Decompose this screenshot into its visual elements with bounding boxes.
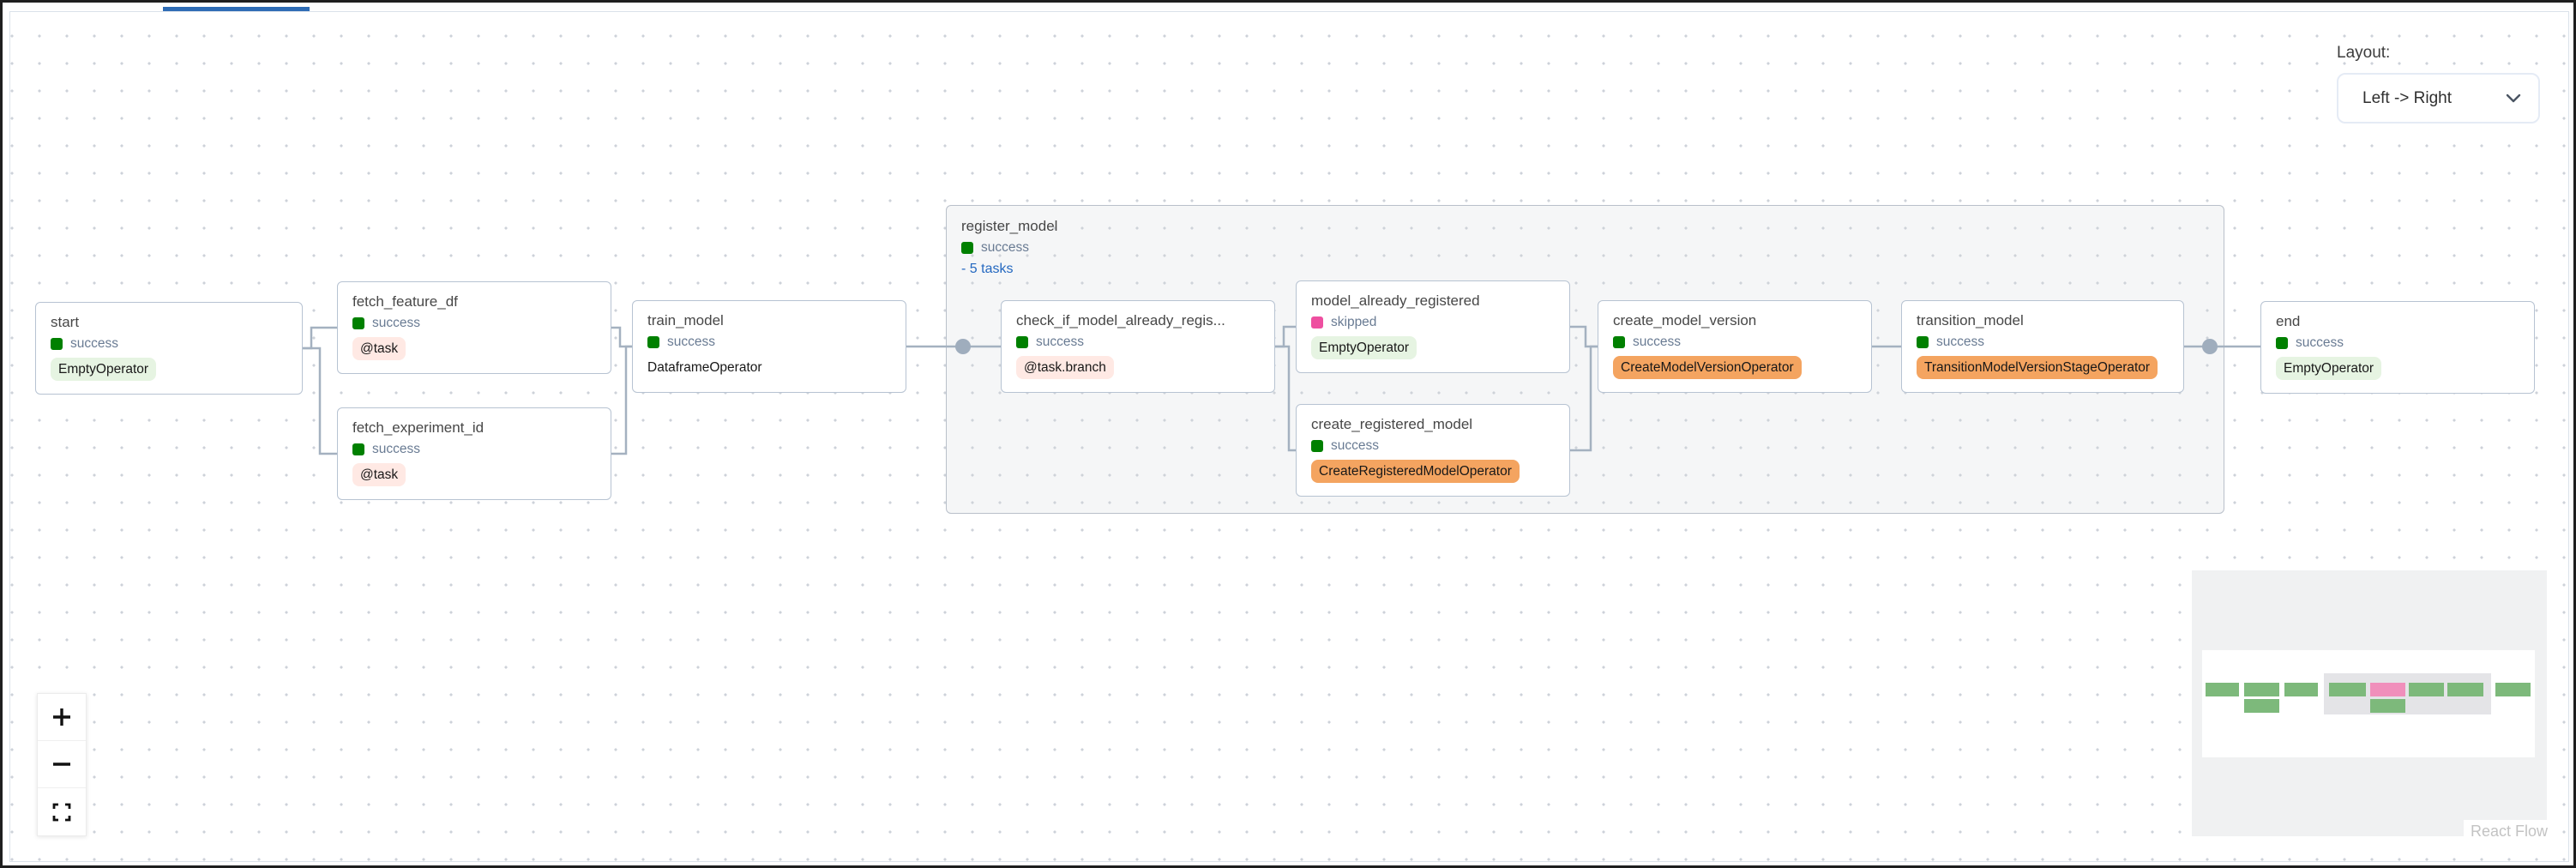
layout-direction-select[interactable]: Left -> Right (2337, 73, 2540, 124)
task-node-start[interactable]: start success EmptyOperator (35, 302, 303, 395)
layout-control: Layout: Left -> Right (2337, 44, 2540, 124)
edge-fetch-feature-df-train (611, 326, 632, 348)
task-node-end[interactable]: end success EmptyOperator (2260, 301, 2535, 394)
status-square-success-icon (352, 317, 364, 329)
edge-check-create-registered (1275, 345, 1296, 452)
task-status: success (2296, 335, 2344, 350)
edge-model-already-create-version (1570, 325, 1598, 348)
status-square-success-icon (2276, 337, 2288, 349)
minus-icon (53, 763, 70, 766)
operator-badge: CreateRegisteredModelOperator (1311, 460, 1520, 483)
task-status: success (372, 442, 420, 456)
react-flow-attribution[interactable]: React Flow (2464, 820, 2555, 843)
task-status: success (70, 336, 118, 351)
task-node-fetch-experiment-id[interactable]: fetch_experiment_id success @task (337, 407, 611, 500)
task-node-model-already-registered[interactable]: model_already_registered skipped EmptyOp… (1296, 280, 1570, 373)
edge-fetch-experiment-id-train (611, 345, 632, 455)
minimap[interactable] (2192, 570, 2547, 836)
zoom-in-button[interactable] (38, 694, 86, 741)
zoom-out-button[interactable] (38, 741, 86, 788)
group-status-text: success (981, 240, 1029, 255)
edge-start-fetch-feature-df (303, 326, 337, 350)
fit-view-button[interactable] (38, 788, 86, 835)
task-title: start (51, 314, 80, 330)
operator-badge: @task (352, 337, 406, 360)
task-status: success (1633, 335, 1681, 349)
operator-badge: DataframeOperator (647, 360, 762, 375)
status-square-skipped-icon (1311, 316, 1323, 329)
fit-view-icon (52, 803, 71, 821)
minimap-node-transition-model (2447, 683, 2483, 696)
minimap-node-fetch-experiment-id (2244, 699, 2279, 713)
group-status-row: success (961, 239, 2209, 256)
task-status: success (1036, 335, 1084, 349)
operator-badge: CreateModelVersionOperator (1613, 356, 1802, 379)
minimap-node-train-model (2284, 683, 2318, 696)
status-square-success-icon (352, 443, 364, 455)
minimap-node-fetch-feature-df (2244, 683, 2279, 696)
task-node-train-model[interactable]: train_model success DataframeOperator (632, 300, 906, 393)
collapse-group-tasks-link[interactable]: - 5 tasks (961, 262, 1014, 276)
minimap-node-check-if-model-already-registered (2329, 683, 2366, 696)
edge-create-registered-create-version (1570, 345, 1598, 452)
operator-badge: TransitionModelVersionStageOperator (1917, 356, 2158, 379)
layout-label: Layout: (2337, 44, 2391, 62)
operator-badge: EmptyOperator (51, 358, 157, 381)
operator-badge: EmptyOperator (2276, 357, 2382, 380)
task-title: check_if_model_already_regis... (1016, 312, 1225, 329)
task-status: success (1936, 335, 1984, 349)
group-input-handle (955, 339, 971, 354)
task-title: fetch_feature_df (352, 293, 458, 310)
task-title: model_already_registered (1311, 292, 1480, 309)
task-status: success (372, 316, 420, 330)
active-tab-indicator (163, 7, 310, 11)
status-square-success-icon (1311, 440, 1323, 452)
status-square-success-icon (647, 336, 659, 348)
operator-badge: @task.branch (1016, 356, 1114, 379)
task-node-check-if-model-already-registered[interactable]: check_if_model_already_regis... success … (1001, 300, 1275, 393)
status-square-success-icon (1613, 336, 1625, 348)
minimap-node-start (2206, 683, 2239, 696)
edge-check-model-already (1275, 325, 1296, 348)
task-node-transition-model[interactable]: transition_model success TransitionModel… (1901, 300, 2184, 393)
chevron-down-icon (2506, 93, 2521, 103)
task-title: create_registered_model (1311, 416, 1473, 432)
layout-direction-value: Left -> Right (2362, 88, 2453, 107)
task-status: skipped (1331, 315, 1377, 329)
group-title: register_model (961, 218, 1058, 234)
minimap-node-model-already-registered (2370, 683, 2405, 696)
task-node-create-registered-model[interactable]: create_registered_model success CreateRe… (1296, 404, 1570, 497)
edge-layer (303, 325, 2260, 455)
group-output-handle (2202, 339, 2218, 354)
task-status: success (667, 335, 715, 349)
operator-badge: EmptyOperator (1311, 336, 1417, 359)
edge-start-fetch-experiment-id (303, 347, 337, 455)
minimap-node-create-registered-model (2370, 699, 2405, 713)
task-title: create_model_version (1613, 312, 1757, 329)
task-status: success (1331, 438, 1379, 453)
task-title: end (2276, 313, 2301, 329)
task-node-create-model-version[interactable]: create_model_version success CreateModel… (1598, 300, 1872, 393)
status-square-success-icon (1016, 336, 1028, 348)
status-square-success-icon (961, 242, 973, 254)
task-title: fetch_experiment_id (352, 419, 485, 436)
minimap-node-end (2495, 683, 2531, 696)
minimap-node-create-model-version (2409, 683, 2444, 696)
status-square-success-icon (51, 338, 63, 350)
flow-controls (37, 693, 87, 836)
operator-badge: @task (352, 463, 406, 486)
task-node-fetch-feature-df[interactable]: fetch_feature_df success @task (337, 281, 611, 374)
task-title: train_model (647, 312, 724, 329)
status-square-success-icon (1917, 336, 1929, 348)
plus-icon (53, 708, 70, 726)
task-title: transition_model (1917, 312, 2024, 329)
